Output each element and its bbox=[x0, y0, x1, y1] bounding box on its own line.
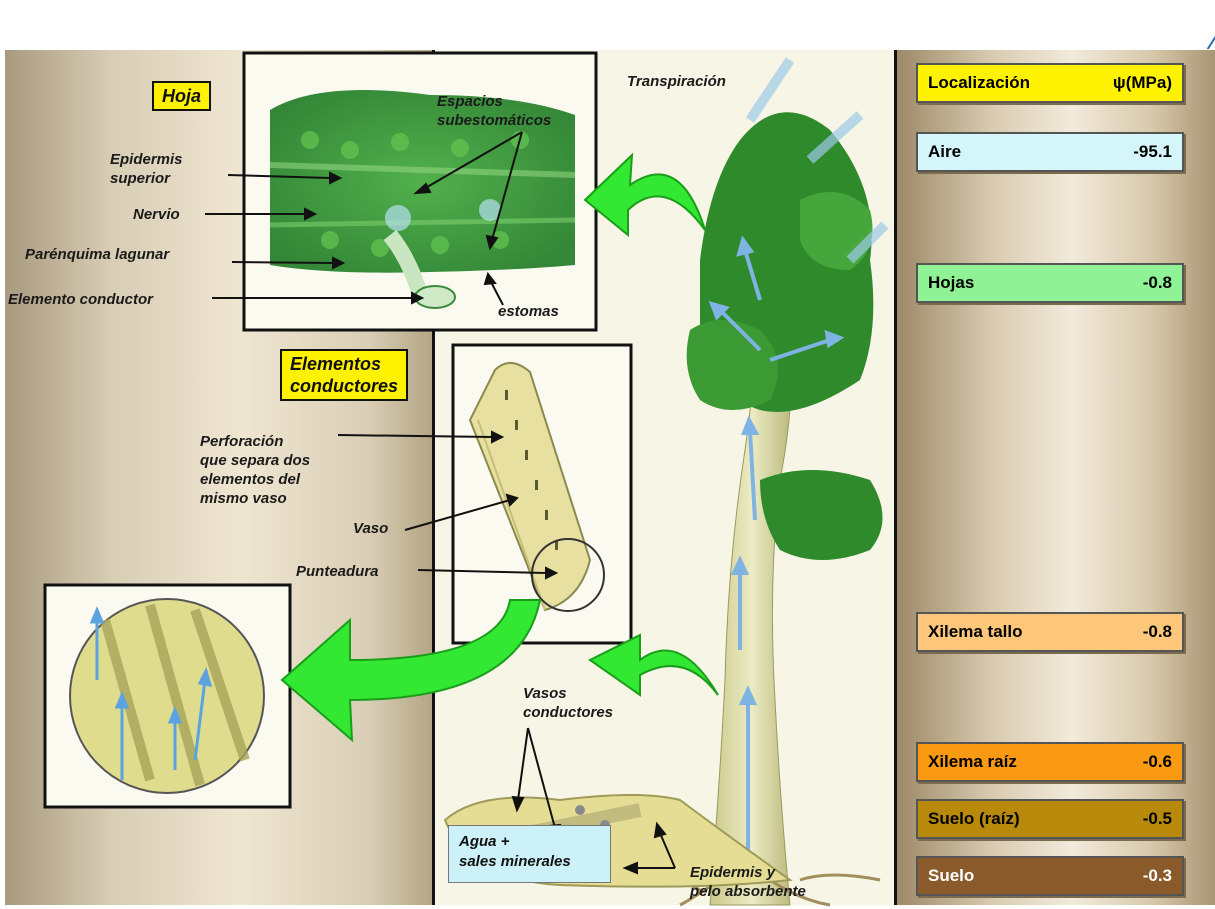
epidermis-superior-label: Epidermis superior bbox=[110, 150, 183, 188]
row-psi: -0.6 bbox=[1143, 752, 1172, 772]
elemento-conductor-label: Elemento conductor bbox=[8, 290, 153, 309]
row-loc: Xilema raíz bbox=[928, 752, 1017, 772]
row-aire: Aire -95.1 bbox=[916, 132, 1184, 172]
row-psi: -95.1 bbox=[1133, 142, 1172, 162]
transpiracion-label: Transpiración bbox=[627, 72, 726, 91]
row-suelo: Suelo -0.3 bbox=[916, 856, 1184, 896]
epidermis-pelo-label: Epidermis y pelo absorbente bbox=[690, 863, 806, 901]
parenquima-label: Parénquima lagunar bbox=[25, 245, 169, 264]
row-xilema-raiz: Xilema raíz -0.6 bbox=[916, 742, 1184, 782]
estomas-label: estomas bbox=[498, 302, 559, 321]
vaso-label: Vaso bbox=[353, 519, 388, 538]
header-psi: ψ(MPa) bbox=[1113, 73, 1172, 93]
nervio-label: Nervio bbox=[133, 205, 180, 224]
row-suelo-raiz: Suelo (raíz) -0.5 bbox=[916, 799, 1184, 839]
espacios-label: Espacios subestomáticos bbox=[437, 92, 551, 130]
agua-label: Agua + sales minerales bbox=[448, 825, 611, 883]
vasos-conductores-label: Vasos conductores bbox=[523, 684, 613, 722]
header-localizacion: Localización bbox=[928, 73, 1030, 93]
row-loc: Suelo bbox=[928, 866, 974, 886]
row-loc: Hojas bbox=[928, 273, 974, 293]
row-loc: Aire bbox=[928, 142, 961, 162]
table-header: Localización ψ(MPa) bbox=[916, 63, 1184, 103]
row-hojas: Hojas -0.8 bbox=[916, 263, 1184, 303]
row-psi: -0.8 bbox=[1143, 622, 1172, 642]
row-loc: Xilema tallo bbox=[928, 622, 1022, 642]
row-psi: -0.3 bbox=[1143, 866, 1172, 886]
hoja-label: Hoja bbox=[152, 81, 211, 111]
perforacion-label: Perforación que separa dos elementos del… bbox=[200, 432, 310, 508]
row-xilema-tallo: Xilema tallo -0.8 bbox=[916, 612, 1184, 652]
row-psi: -0.5 bbox=[1143, 809, 1172, 829]
punteadura-label: Punteadura bbox=[296, 562, 379, 581]
row-psi: -0.8 bbox=[1143, 273, 1172, 293]
elementos-label: Elementos conductores bbox=[280, 349, 408, 401]
row-loc: Suelo (raíz) bbox=[928, 809, 1020, 829]
